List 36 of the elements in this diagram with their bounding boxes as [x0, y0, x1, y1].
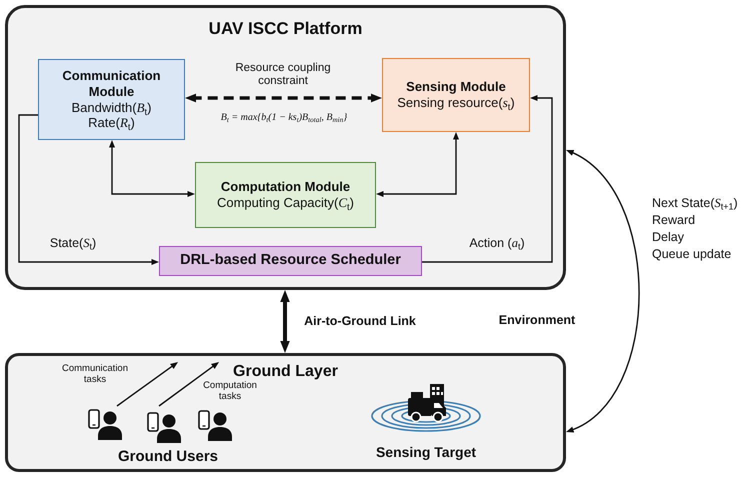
layer-panel	[5, 353, 566, 472]
platform-panel	[5, 5, 566, 290]
arrow	[18, 114, 160, 266]
box-text: Bandwidth(B$_{t}$)	[72, 100, 152, 116]
module-box	[382, 58, 530, 132]
box-text: Computing Capacity(C$_{t}$)	[216, 195, 354, 211]
edge-label: State(S$_{t}$)	[50, 236, 96, 250]
arrow	[422, 94, 553, 263]
arrow	[116, 362, 178, 407]
arrow	[158, 362, 220, 407]
group-title: UAV ISCC Platform	[208, 19, 362, 39]
note-text: Delay	[652, 230, 684, 244]
box-text: Rate(R$_{t}$)	[88, 115, 135, 131]
double-arrow	[280, 290, 290, 353]
dashed-double-arrow	[184, 94, 382, 102]
double-arrow	[376, 132, 460, 198]
note-text: Reward	[652, 213, 696, 228]
note-text: Queue update	[652, 247, 732, 262]
box-title: DRL-based Resource Scheduler	[180, 252, 401, 270]
box-text: Sensing resource(s$_{t}$)	[397, 95, 515, 111]
edge-label: Air-to-Ground Link	[304, 314, 416, 328]
edge-label: Action (a$_{t}$)	[469, 236, 525, 250]
box-title: Communication Module	[61, 68, 162, 100]
figure-caption: Ground Users	[118, 448, 218, 466]
group-title: Ground Layer	[233, 363, 338, 381]
box-title: Sensing Module	[406, 79, 506, 95]
edge-label: Environment	[498, 313, 576, 328]
module-box	[195, 162, 376, 228]
double-arrow	[108, 140, 196, 198]
module-box	[38, 59, 185, 140]
curved-double-arrow	[566, 149, 640, 433]
note-text: Next State(S$_{t+1}$)	[652, 196, 738, 210]
formula-text: B$_{t}$ = max{b$_{t}$(1 − ks$_{t}$)B$_{total}$, B$_{min}$}	[220, 112, 348, 124]
box-title: Computation Module	[220, 179, 350, 195]
scheduler-box	[159, 246, 422, 276]
figure-caption: Sensing Target	[376, 444, 476, 460]
